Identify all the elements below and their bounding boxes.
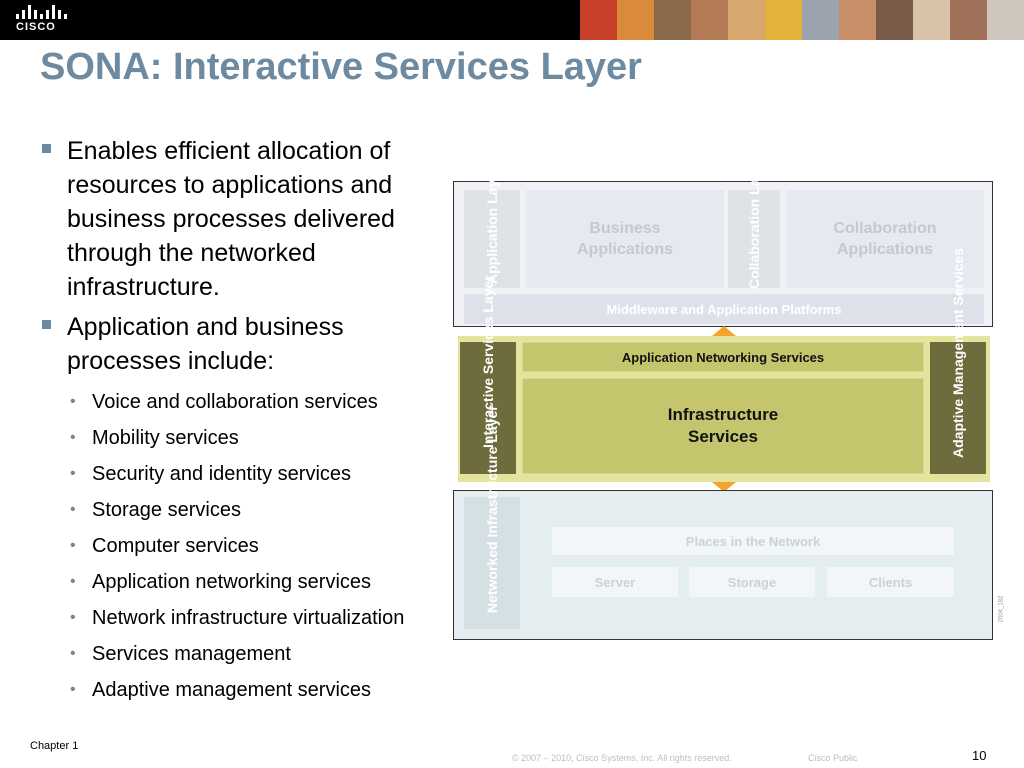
business-applications-box: Business Applications bbox=[526, 190, 724, 288]
header-photo bbox=[654, 0, 691, 40]
bullet-item: Application and business processes inclu… bbox=[42, 310, 452, 378]
infrastructure-services-text: Infrastructure Services bbox=[667, 405, 779, 446]
square-bullet-icon bbox=[42, 144, 51, 153]
sub-bullet-item: • Security and identity services bbox=[42, 456, 452, 492]
sub-bullet-text: Voice and collaboration services bbox=[92, 391, 378, 413]
square-bullet-icon bbox=[42, 320, 51, 329]
networked-infrastructure-layer-label: Networked Infrastructure Layer bbox=[464, 405, 520, 629]
slide-title: SONA: Interactive Services Layer bbox=[40, 46, 642, 88]
collaboration-layer-text: Collaboration Layer bbox=[746, 157, 762, 289]
sub-bullet-item: • Services management bbox=[42, 636, 452, 672]
sona-diagram: Application Layer Business Applications … bbox=[450, 157, 1004, 642]
sub-bullet-item: • Mobility services bbox=[42, 420, 452, 456]
dot-bullet-icon: • bbox=[70, 501, 76, 518]
dot-bullet-icon: • bbox=[70, 609, 76, 626]
cisco-bars-icon bbox=[16, 5, 72, 19]
header-photo bbox=[876, 0, 913, 40]
sub-bullet-item: • Adaptive management services bbox=[42, 672, 452, 708]
dot-bullet-icon: • bbox=[70, 465, 76, 482]
collaboration-applications-text: Collaboration Applications bbox=[833, 220, 937, 258]
sub-bullet-item: • Storage services bbox=[42, 492, 452, 528]
adaptive-management-services-label: Adaptive Management Services bbox=[930, 247, 986, 474]
interactive-services-layer-label: Interactive Services Layer bbox=[460, 275, 516, 474]
header-photo bbox=[913, 0, 950, 40]
sub-bullet-item: • Computer services bbox=[42, 528, 452, 564]
networked-infrastructure-layer-frame: Networked Infrastructure Layer Places in… bbox=[453, 405, 993, 640]
sub-bullet-text: Application networking services bbox=[92, 571, 372, 593]
chapter-label: Chapter 1 bbox=[30, 740, 79, 752]
bullet-text: Application and business processes inclu… bbox=[67, 313, 344, 375]
header-photo bbox=[765, 0, 802, 40]
application-layer-label: Application Layer bbox=[464, 166, 520, 288]
header-photo bbox=[802, 0, 839, 40]
figure-id: 2004_182 bbox=[998, 595, 1005, 623]
page-number: 10 bbox=[972, 748, 987, 763]
infrastructure-services-box: Infrastructure Services bbox=[522, 378, 924, 474]
bullet-list: Enables efficient allocation of resource… bbox=[42, 134, 452, 708]
bullet-item: Enables efficient allocation of resource… bbox=[42, 134, 452, 304]
middleware-bar: Middleware and Application Platforms bbox=[464, 294, 984, 324]
interactive-services-layer-frame: Interactive Services Layer Application N… bbox=[458, 247, 990, 482]
sub-bullet-item: • Network infrastructure virtualization bbox=[42, 600, 452, 636]
header-photo bbox=[839, 0, 876, 40]
clients-box: Clients bbox=[827, 567, 954, 597]
sub-bullet-text: Storage services bbox=[92, 499, 241, 521]
networked-infrastructure-layer-text: Networked Infrastructure Layer bbox=[484, 405, 500, 613]
header-bar: CISCO bbox=[0, 0, 1024, 40]
dot-bullet-icon: • bbox=[70, 429, 76, 446]
sub-bullet-text: Services management bbox=[92, 643, 291, 665]
classification-text: Cisco Public bbox=[808, 753, 858, 763]
storage-box: Storage bbox=[689, 567, 815, 597]
copyright-text: © 2007 – 2010, Cisco Systems, Inc. All r… bbox=[512, 753, 732, 763]
application-networking-services-bar: Application Networking Services bbox=[522, 342, 924, 372]
up-arrow-icon bbox=[712, 326, 736, 336]
server-box: Server bbox=[552, 567, 678, 597]
header-photo bbox=[950, 0, 987, 40]
header-photo bbox=[728, 0, 765, 40]
down-arrow-icon bbox=[712, 482, 736, 492]
header-photo bbox=[617, 0, 654, 40]
sub-bullet-text: Network infrastructure virtualization bbox=[92, 607, 405, 629]
dot-bullet-icon: • bbox=[70, 537, 76, 554]
sub-bullet-text: Computer services bbox=[92, 535, 259, 557]
dot-bullet-icon: • bbox=[70, 645, 76, 662]
business-applications-text: Business Applications bbox=[576, 220, 673, 258]
adaptive-management-services-text: Adaptive Management Services bbox=[950, 247, 966, 458]
sub-bullet-item: • Application networking services bbox=[42, 564, 452, 600]
collaboration-layer-label: Collaboration Layer bbox=[728, 157, 780, 289]
photo-strip bbox=[580, 0, 1024, 40]
sub-bullet-item: • Voice and collaboration services bbox=[42, 384, 452, 420]
sub-bullet-text: Security and identity services bbox=[92, 463, 352, 485]
sub-bullet-text: Adaptive management services bbox=[92, 679, 372, 701]
collaboration-applications-box: Collaboration Applications bbox=[786, 190, 984, 288]
cisco-logo: CISCO bbox=[12, 5, 72, 35]
header-photo bbox=[691, 0, 728, 40]
dot-bullet-icon: • bbox=[70, 393, 76, 410]
application-layer-text: Application Layer bbox=[484, 166, 500, 284]
bullet-text: Enables efficient allocation of resource… bbox=[67, 137, 395, 301]
sub-bullet-text: Mobility services bbox=[92, 427, 239, 449]
sub-bullet-list: • Voice and collaboration services • Mobili… bbox=[42, 384, 452, 708]
application-layer-frame: Application Layer Business Applications … bbox=[453, 157, 993, 327]
dot-bullet-icon: • bbox=[70, 573, 76, 590]
places-in-network-box: Places in the Network bbox=[552, 527, 954, 555]
dot-bullet-icon: • bbox=[70, 681, 76, 698]
logo-text: CISCO bbox=[16, 21, 56, 33]
header-photo bbox=[580, 0, 617, 40]
header-photo bbox=[987, 0, 1024, 40]
